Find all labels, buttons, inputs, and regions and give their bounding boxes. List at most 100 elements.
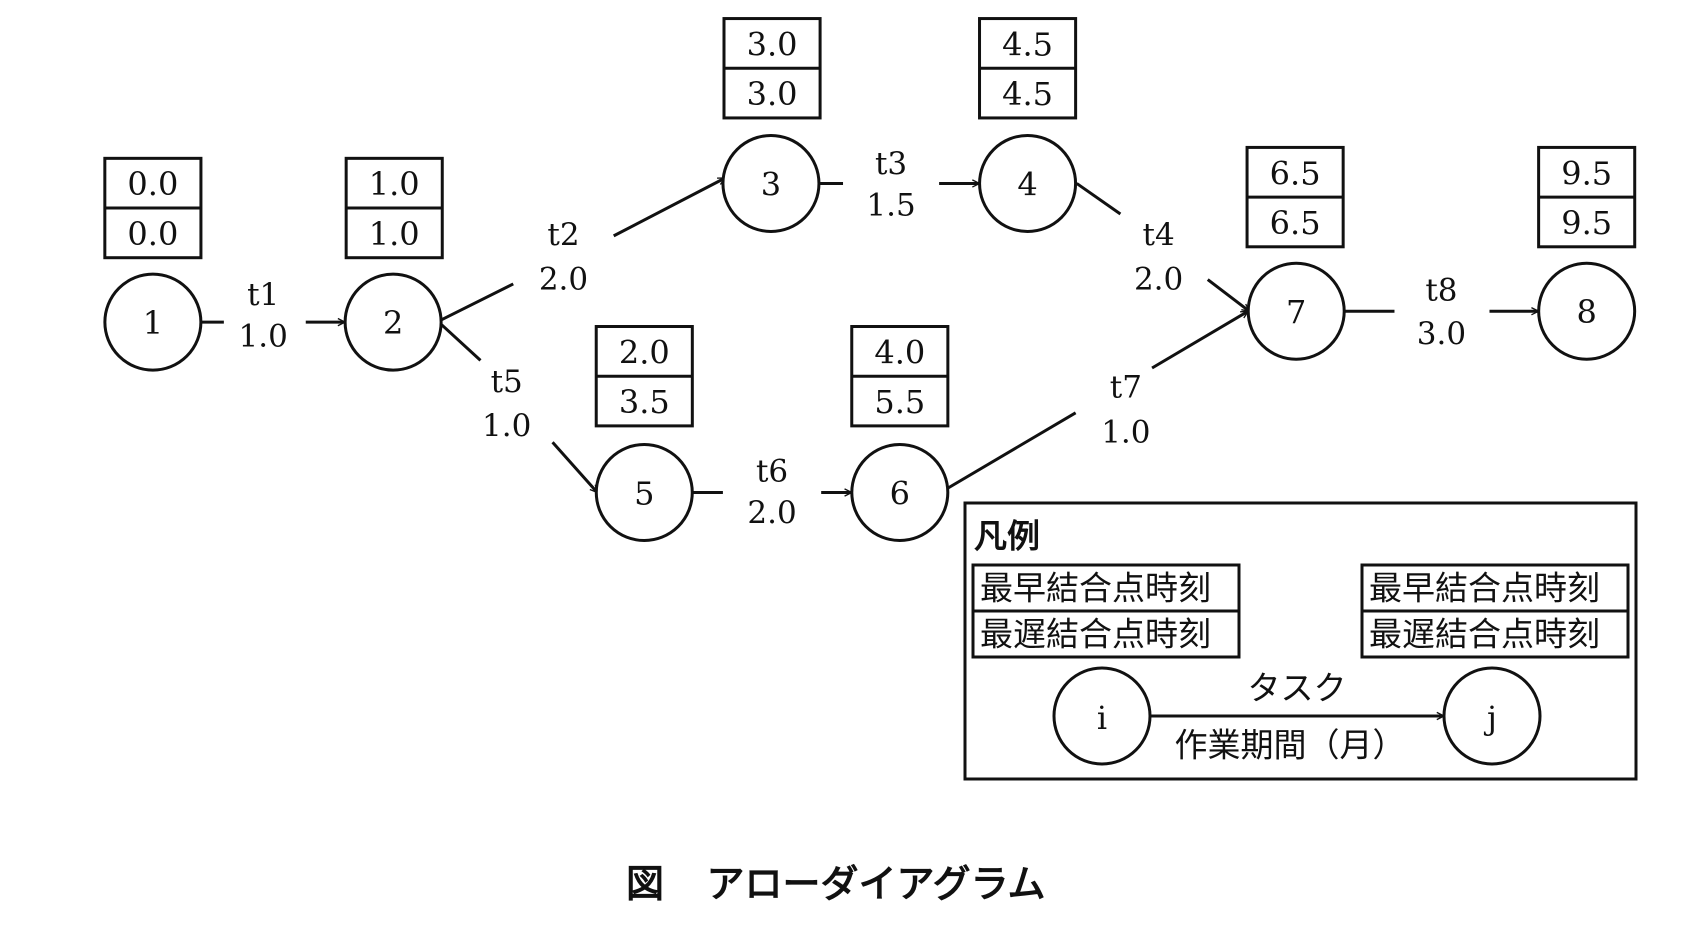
task-edge: t62.0 [692, 454, 851, 531]
earliest-time: 1.0 [369, 165, 420, 203]
caption-prefix: 図 [626, 862, 664, 906]
earliest-time: 6.5 [1270, 154, 1321, 192]
earliest-time: 9.5 [1561, 154, 1612, 192]
task-name: t3 [875, 146, 907, 182]
event-node: 21.01.0 [343, 156, 444, 372]
event-nodes: 10.00.021.01.033.03.044.54.552.03.564.05… [103, 17, 1637, 542]
task-duration: 2.0 [1134, 262, 1183, 298]
edge-arrow-segment [613, 176, 725, 238]
node-number: 4 [1017, 165, 1037, 203]
legend-node-j-label: j [1483, 699, 1497, 737]
node-time-box: 9.59.5 [1537, 145, 1637, 249]
event-node: 52.03.5 [594, 325, 694, 542]
node-circle [594, 442, 694, 542]
node-circle [1537, 261, 1637, 361]
node-circle [978, 133, 1078, 233]
latest-time: 1.0 [369, 215, 420, 253]
task-edge: t83.0 [1344, 272, 1538, 352]
edge-tail-segment [440, 323, 482, 362]
task-duration: 1.0 [1101, 414, 1150, 450]
task-edge: t11.0 [200, 277, 345, 354]
legend: 凡例 最早結合点時刻 最遅結合点時刻 最早結合点時刻 最遅結合点時刻 i j タ… [963, 501, 1638, 781]
legend-earliest-label: 最早結合点時刻 [1369, 569, 1600, 608]
latest-time: 3.5 [619, 383, 670, 421]
node-time-box: 4.05.5 [850, 325, 950, 428]
task-edge: t22.0 [440, 176, 725, 322]
node-time-box: 1.01.0 [344, 156, 444, 260]
edge-tail-segment [1075, 182, 1122, 216]
legend-title: 凡例 [974, 517, 1040, 556]
task-edge: t51.0 [440, 323, 599, 492]
earliest-time: 0.0 [127, 165, 178, 203]
task-name: t1 [247, 277, 279, 313]
event-node: 44.54.5 [978, 17, 1078, 233]
task-edge: t42.0 [1075, 182, 1250, 313]
edge-tail-segment [947, 411, 1077, 490]
node-circle [103, 272, 203, 372]
node-number: 3 [761, 165, 781, 203]
task-duration: 1.0 [482, 408, 531, 444]
task-name: t7 [1110, 370, 1142, 406]
node-circle [343, 272, 443, 372]
legend-latest-label: 最遅結合点時刻 [980, 615, 1211, 654]
node-number: 5 [634, 474, 654, 512]
edge-arrow-segment [1151, 309, 1248, 370]
task-name: t6 [756, 454, 788, 490]
task-duration: 2.0 [747, 495, 796, 531]
latest-time: 6.5 [1270, 204, 1321, 242]
node-circle [721, 133, 821, 233]
latest-time: 3.0 [747, 75, 798, 113]
node-number: 2 [383, 304, 403, 342]
task-name: t4 [1143, 217, 1175, 253]
figure-caption: 図 アローダイアグラム [626, 862, 1045, 906]
edge-arrow-segment [1206, 278, 1249, 313]
legend-times-box-left: 最早結合点時刻 最遅結合点時刻 [971, 563, 1241, 659]
node-time-box: 6.56.5 [1245, 145, 1345, 249]
node-time-box: 2.03.5 [594, 325, 694, 428]
legend-latest-label: 最遅結合点時刻 [1369, 615, 1600, 654]
node-time-box: 0.00.0 [103, 156, 203, 260]
earliest-time: 4.0 [874, 333, 925, 371]
task-duration: 1.5 [866, 187, 915, 223]
node-circle [1246, 261, 1346, 361]
legend-node-i-label: i [1097, 699, 1107, 737]
legend-earliest-label: 最早結合点時刻 [980, 569, 1211, 608]
event-node: 89.59.5 [1537, 145, 1637, 361]
legend-task-label: タスク [1248, 669, 1347, 708]
event-node: 76.56.5 [1245, 145, 1346, 361]
task-duration: 1.0 [239, 318, 288, 354]
latest-time: 5.5 [874, 383, 925, 421]
earliest-time: 4.5 [1002, 25, 1053, 63]
edge-arrow-segment [551, 441, 599, 492]
task-name: t2 [547, 217, 579, 253]
node-circle [850, 442, 950, 542]
earliest-time: 2.0 [619, 333, 670, 371]
legend-duration-label: 作業期間（月） [1175, 726, 1406, 765]
legend-node-i [1052, 666, 1152, 766]
task-edge: t71.0 [947, 309, 1248, 490]
edge-tail-segment [440, 282, 514, 322]
task-duration: 3.0 [1417, 316, 1466, 352]
earliest-time: 3.0 [747, 25, 798, 63]
node-time-box: 3.03.0 [722, 17, 822, 120]
task-duration: 2.0 [539, 262, 588, 298]
task-edge: t31.5 [820, 146, 979, 223]
node-number: 1 [143, 304, 163, 342]
caption-title: アローダイアグラム [707, 862, 1046, 906]
node-number: 8 [1576, 293, 1596, 331]
node-number: 7 [1286, 293, 1306, 331]
latest-time: 9.5 [1561, 204, 1612, 242]
node-time-box: 4.54.5 [978, 17, 1078, 120]
node-number: 6 [890, 474, 910, 512]
event-node: 10.00.0 [103, 156, 203, 372]
latest-time: 0.0 [127, 215, 178, 253]
event-node: 33.03.0 [721, 17, 822, 233]
latest-time: 4.5 [1002, 75, 1053, 113]
legend-times-box-right: 最早結合点時刻 最遅結合点時刻 [1360, 563, 1630, 659]
event-node: 64.05.5 [850, 325, 950, 542]
task-name: t5 [491, 364, 523, 400]
task-name: t8 [1425, 272, 1457, 308]
legend-node-j [1442, 666, 1542, 766]
